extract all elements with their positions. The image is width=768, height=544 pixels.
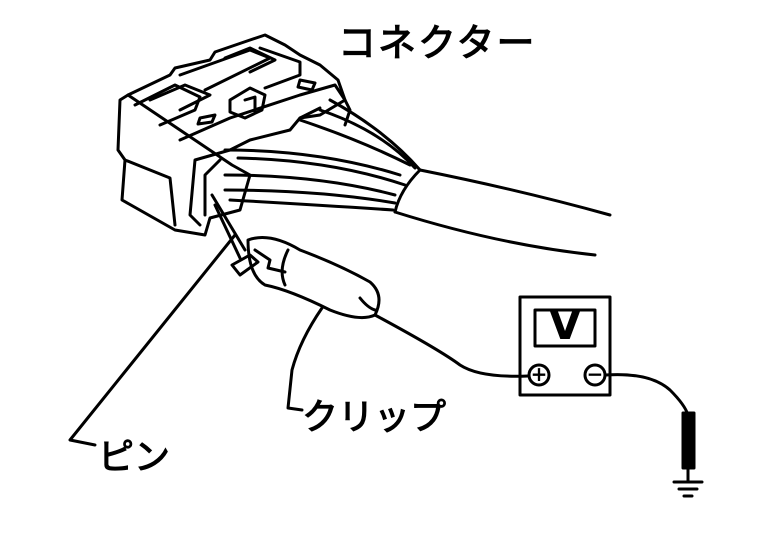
connector-label: コネクター [338,21,537,65]
voltmeter-display: V [548,300,582,349]
clip-label: クリップ [302,397,447,438]
ground-icon [672,480,704,498]
test-pin [210,193,247,260]
positive-terminal-icon: + [530,362,548,386]
negative-terminal-icon: − [586,362,604,386]
pin-label: ピン [98,437,171,478]
test-lead-negative [603,373,696,484]
wire-bundle [223,98,612,257]
leader-lines [68,233,324,447]
alligator-clip [230,236,381,320]
test-lead-positive [373,313,530,378]
connector-drawing [116,33,352,237]
